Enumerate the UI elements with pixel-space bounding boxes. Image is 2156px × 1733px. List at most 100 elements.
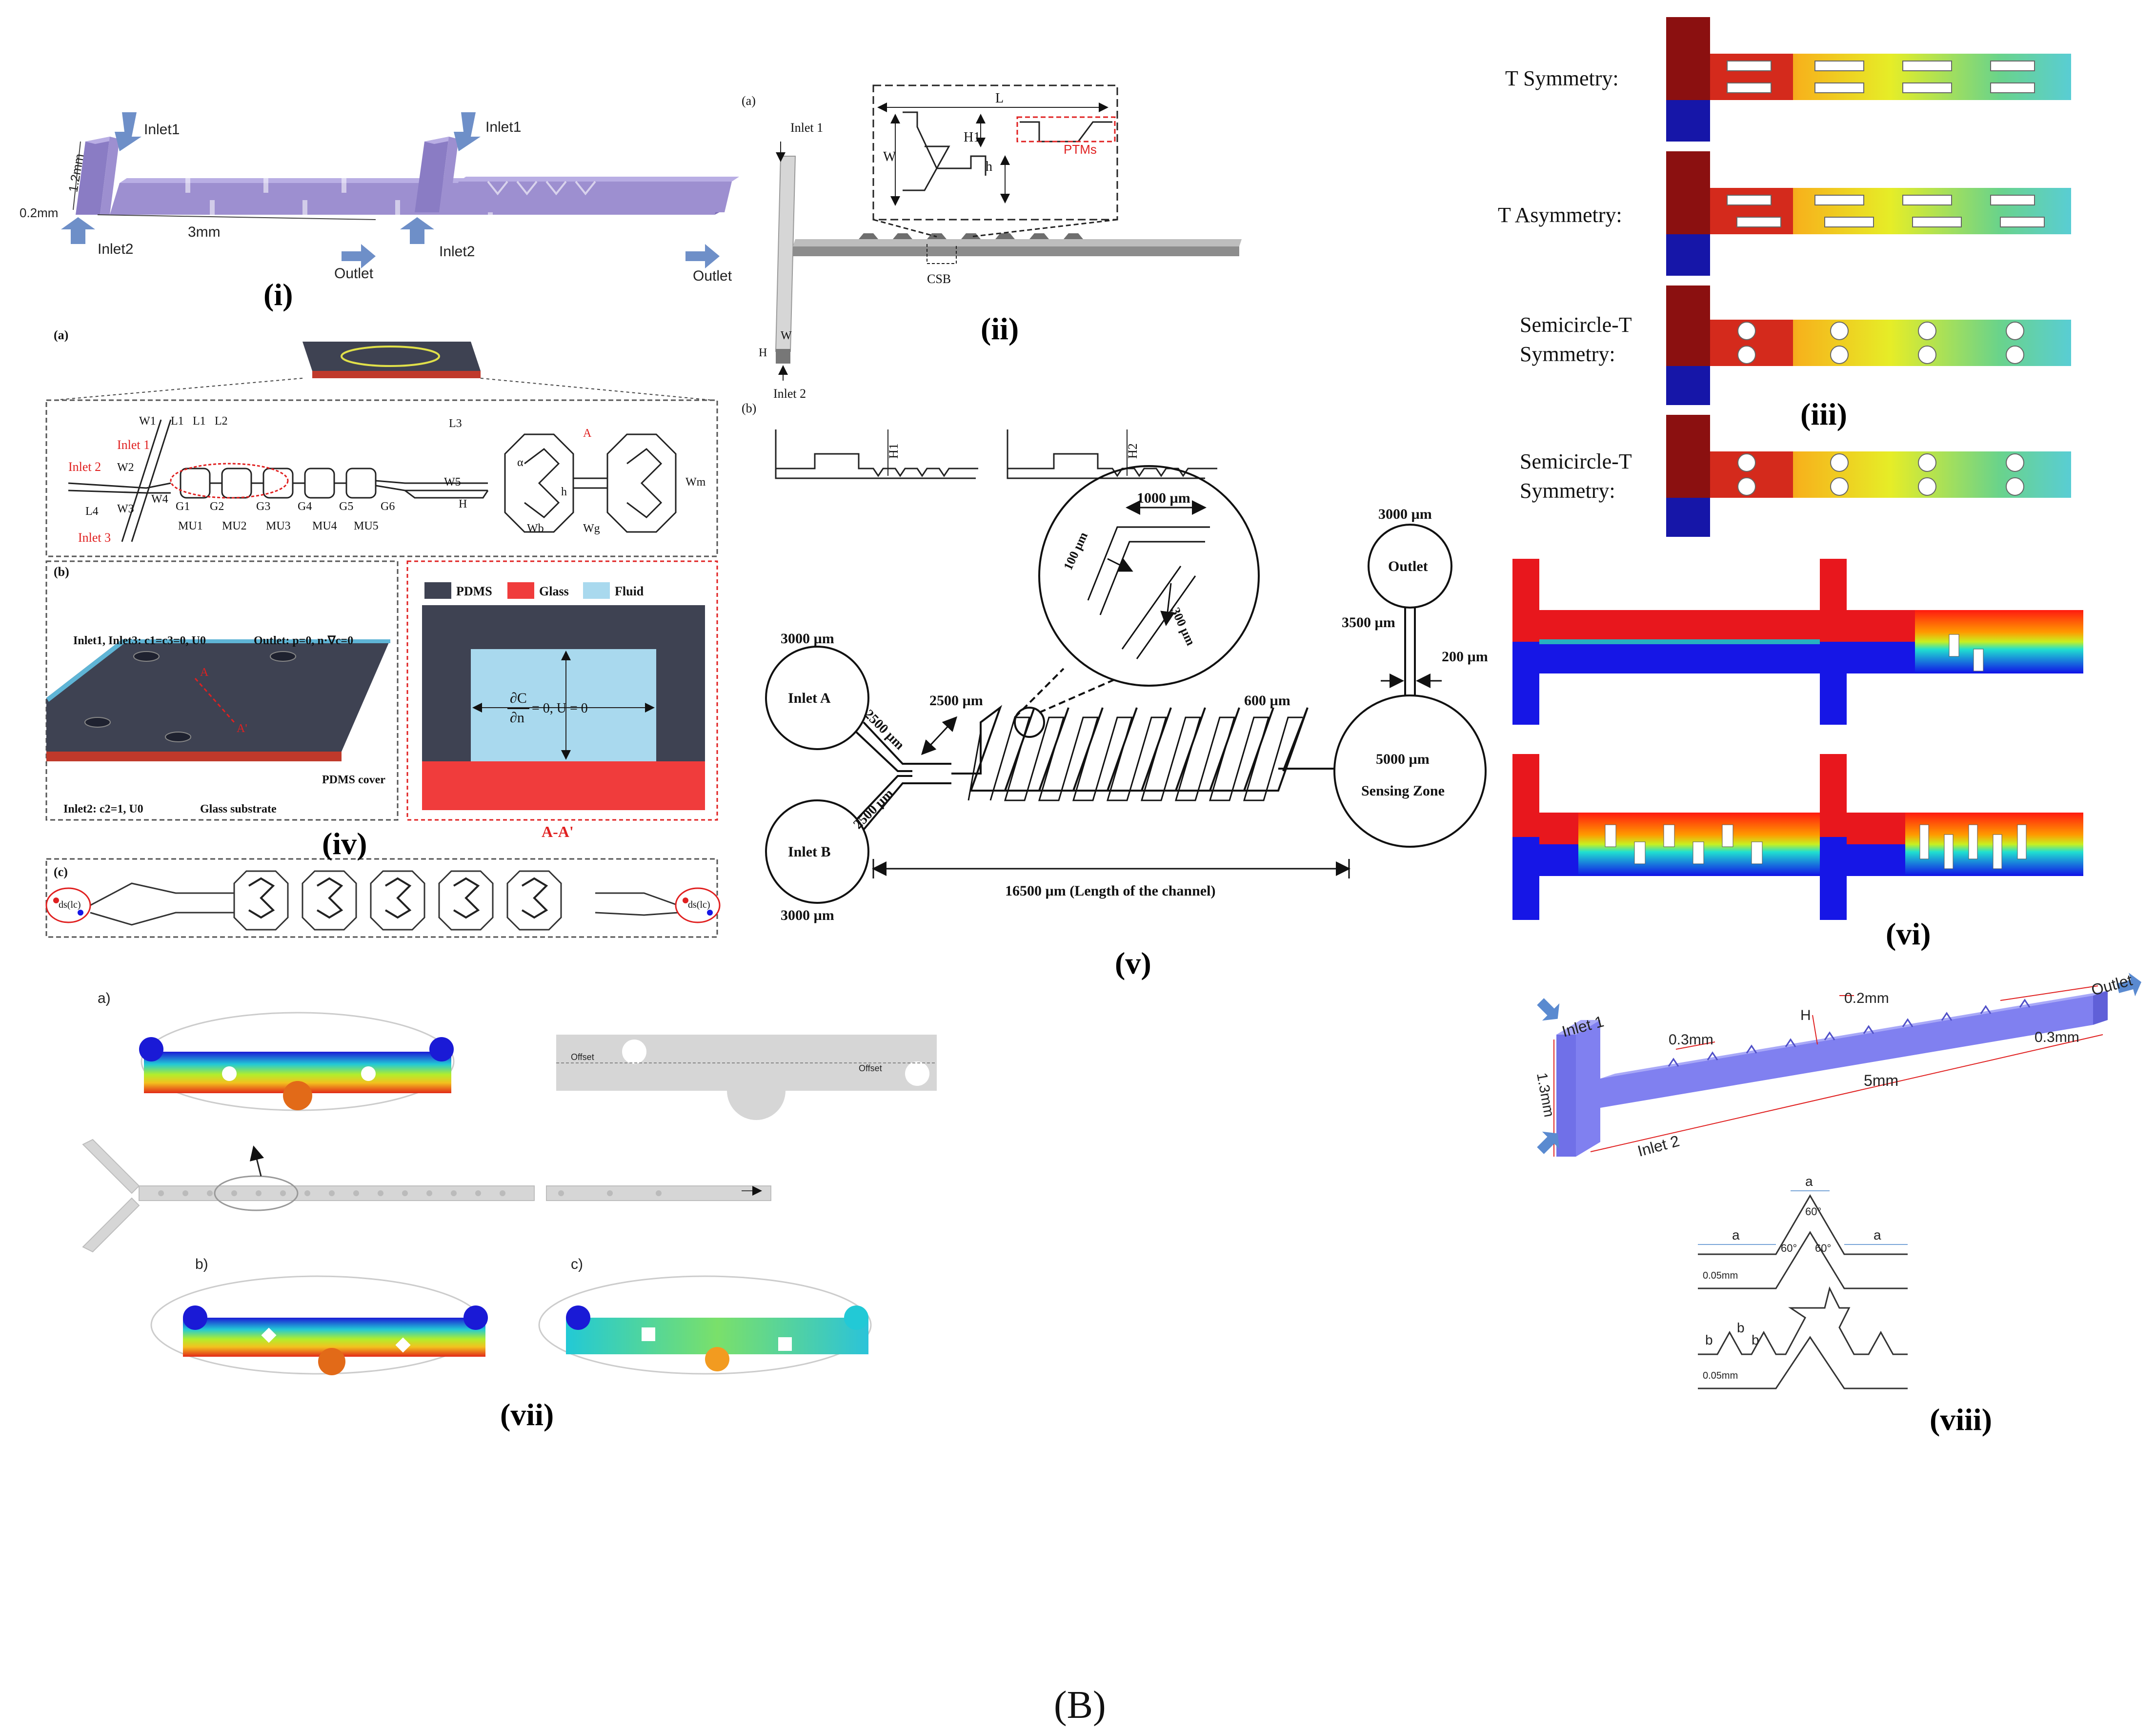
panel-iv-bc-num: ∂C: [510, 690, 527, 706]
panel-viii-b1: b: [1705, 1332, 1713, 1347]
panel-iv-section-a: A: [200, 666, 209, 679]
panel-iii-row1-label: T Symmetry:: [1505, 66, 1619, 90]
panel-viii-angle3: 60°: [1815, 1242, 1831, 1254]
panel-ii-H1-b: H1: [887, 443, 901, 459]
panel-ii-ptms: PTMs: [1064, 142, 1097, 157]
panel-vii: a) b) c) Offset Offset: [82, 990, 937, 1432]
panel-v-inlet-b: Inlet B: [788, 844, 831, 860]
panel-v-sensing-circle: [1333, 694, 1487, 848]
panel-viii-angle2: 60°: [1781, 1242, 1797, 1254]
panel-vi-label: (vi): [1886, 917, 1931, 951]
panel-iv-dim-l4: L4: [85, 505, 99, 518]
panel-iii-row2-label: T Asymmetry:: [1498, 203, 1622, 227]
panel-viii-H: H: [1800, 1007, 1811, 1023]
panel-iv-bc-rhs: = 0, U = 0: [532, 701, 588, 716]
panel-i-inlet2-left: Inlet2: [98, 241, 133, 257]
panel-vii-label: (vii): [500, 1397, 554, 1432]
panel-iv-legend-glass: Glass: [539, 584, 569, 598]
panel-viii-label: (viii): [1930, 1402, 1992, 1437]
panel-v-l-inlet-a: 2500 µm: [861, 707, 907, 753]
panel-v-d-inlet-a: 3000 µm: [781, 631, 834, 647]
panel-vii-offset-1: Offset: [571, 1052, 594, 1062]
panel-iv-g2: G2: [210, 500, 224, 513]
panel-vii-sub-a: a): [98, 990, 111, 1006]
panel-viii-dim-03a: 0.3mm: [1669, 1032, 1713, 1048]
panel-v-l-out: 3500 µm: [1342, 614, 1395, 631]
panel-i-outlet-left: Outlet: [334, 265, 374, 282]
panel-ii-H-small: H: [759, 347, 767, 359]
panel-ii-inlet1: Inlet 1: [790, 121, 823, 135]
panel-viii-outlet: Outlet: [2089, 971, 2134, 999]
panel-vi: (vi): [1512, 559, 2083, 951]
panel-v-inlet-b-circle: [765, 799, 869, 904]
panel-ii-csb: CSB: [927, 272, 951, 286]
panel-viii-channel: [1556, 991, 2108, 1157]
panel-i-inlet2-right: Inlet2: [439, 244, 475, 260]
panel-iii-row3-label-1: Semicircle-T: [1520, 313, 1632, 337]
panel-iv: (a): [45, 328, 721, 938]
panel-vii-sub-b: b): [195, 1256, 208, 1272]
panel-iv-legend: PDMS Glass Fluid: [424, 582, 644, 599]
panel-iv-dim-alpha: α: [517, 456, 524, 469]
panel-ii-h: h: [986, 159, 992, 174]
panel-v-sensing-zone: Sensing Zone: [1361, 783, 1445, 799]
panel-i-flow-arrows: [61, 112, 720, 268]
panel-iv-sub-c: (c): [54, 865, 68, 879]
panel-iv-dim-w3: W3: [117, 503, 134, 515]
panel-iv-c-units: [233, 870, 562, 931]
panel-vii-sub-c: c): [571, 1256, 583, 1272]
panel-iv-mu3: MU3: [266, 520, 291, 532]
panel-viii-a1: a: [1732, 1227, 1740, 1243]
panel-iv-inlet2-bc: Inlet2: c2=1, U0: [63, 803, 143, 816]
panel-iv-sub-b: (b): [54, 565, 69, 579]
panel-iv-mu5: MU5: [354, 520, 379, 532]
panel-v-d-inlet-b: 3000 µm: [781, 907, 834, 923]
panel-iv-chip: [46, 639, 390, 752]
panel-ii-L: L: [995, 91, 1004, 106]
panel-iv-dim-a: A: [583, 427, 592, 440]
panel-i: Inlet1 Inlet1 Inlet2 Inlet2 Outlet Outle…: [20, 112, 739, 312]
panel-iii-row-2: [1666, 151, 2071, 276]
panel-iv-g1: G1: [176, 500, 190, 513]
panel-iii-row-4: [1666, 415, 2071, 537]
panel-i-channel-right: [415, 137, 739, 212]
panel-v-zoom-300: 300 µm: [1169, 605, 1198, 648]
panel-iv-ds-left: ds(lc): [59, 899, 81, 910]
panel-iv-dim-h: H: [459, 498, 467, 510]
panel-iii-row-1: [1666, 17, 2071, 142]
panel-iv-dim-l3: L3: [449, 417, 462, 430]
panel-viii-profiles: [1698, 1194, 1908, 1389]
panel-iv-g6: G6: [381, 500, 395, 513]
panel-viii-a2: a: [1805, 1174, 1813, 1189]
panel-v-l-inlet-b: 2500 µm: [850, 786, 896, 832]
panel-ii-main-channel: [793, 239, 1242, 246]
panel-iv-dim-w4: W4: [151, 493, 168, 506]
panel-iv-outlet-bc: Outlet: p=0, n·∇c=0: [254, 634, 353, 647]
panel-iv-dim-w2: W2: [117, 461, 134, 474]
panel-ii-sub-b: (b): [742, 401, 756, 415]
panel-vi-sim-3: [1512, 754, 1839, 920]
panel-v-zoom-100: 100 µm: [1061, 530, 1090, 572]
panel-viii-angle1: 60°: [1805, 1205, 1821, 1218]
panel-ii-label: (ii): [981, 311, 1019, 346]
panel-viii-depth1: 0.05mm: [1703, 1270, 1738, 1281]
panel-v-zoom-circle: [1038, 465, 1260, 687]
panel-v-w-out: 200 µm: [1442, 649, 1488, 665]
panel-i-dim-depth: 0.2mm: [20, 205, 58, 220]
panel-vii-offset-2: Offset: [859, 1063, 882, 1073]
panel-iv-sub-a: (a): [54, 328, 68, 342]
panel-iv-mu2: MU2: [222, 520, 247, 532]
panel-v-d-outlet: 3000 µm: [1378, 506, 1432, 522]
panel-iii-row4-label-1: Semicircle-T: [1520, 449, 1632, 473]
panel-ii: (a) (b) L W H1: [742, 84, 1242, 479]
panel-v-inlet-a: Inlet A: [788, 690, 831, 706]
panel-ii-W: W: [883, 149, 896, 164]
panel-ii-inlet-channel: [775, 156, 796, 352]
panel-iv-g4: G4: [298, 500, 312, 513]
panel-iv-inlet1: Inlet 1: [117, 438, 150, 452]
panel-iv-mu4: MU4: [312, 520, 337, 532]
panel-iv-mu1: MU1: [178, 520, 203, 532]
panel-viii-depth2: 0.05mm: [1703, 1370, 1738, 1381]
panel-iv-dim-l2: L2: [215, 415, 228, 428]
panel-iv-dim-w1: W1: [139, 415, 156, 428]
